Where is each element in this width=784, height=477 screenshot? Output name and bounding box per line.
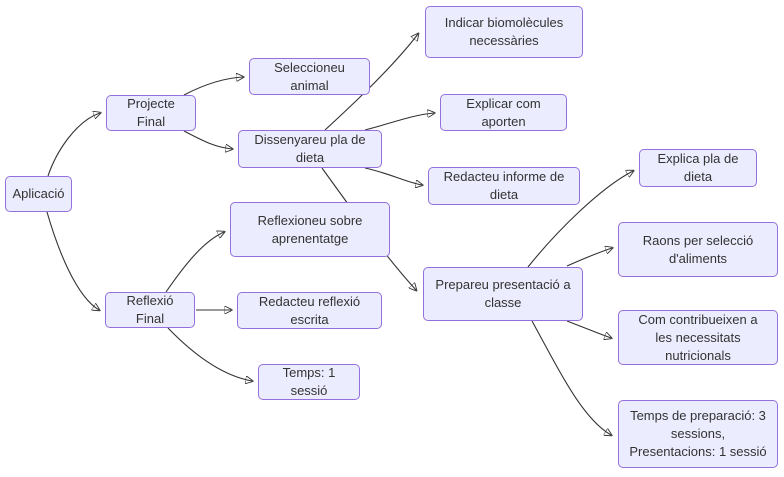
node-reflexioneu-sobre: Reflexioneu sobre aprenentatge xyxy=(230,202,390,257)
edge-projecte-final-to-dissenyareu-pla xyxy=(183,130,232,149)
node-redacteu-informe: Redacteu informe de dieta xyxy=(428,167,580,205)
edge-dissenyareu-pla-to-redacteu-informe xyxy=(364,167,422,185)
node-indicar-biomolecules: Indicar biomolècules necessàries xyxy=(425,6,583,58)
node-raons-seleccio: Raons per selecció d'aliments xyxy=(618,222,778,277)
edge-dissenyareu-pla-to-explicar-com-aporten xyxy=(364,113,434,131)
node-com-contribueixen: Com contribueixen a les necessitats nutr… xyxy=(618,310,778,365)
edge-reflexio-final-to-reflexioneu-sobre xyxy=(165,232,224,293)
edge-dissenyareu-pla-to-indicar-biomolecules xyxy=(324,34,418,131)
node-prepareu-presentacio: Prepareu presentació a classe xyxy=(423,267,583,321)
edge-aplicacio-to-projecte-final xyxy=(47,113,100,177)
node-seleccioneu-animal: Seleccioneu animal xyxy=(249,58,370,95)
edge-prepareu-presentacio-to-explica-pla xyxy=(527,171,633,268)
node-temps-preparacio: Temps de preparació: 3 sessions, Present… xyxy=(618,400,778,468)
edge-prepareu-presentacio-to-raons-seleccio xyxy=(566,248,612,267)
node-aplicacio: Aplicació xyxy=(5,176,72,212)
edge-projecte-final-to-seleccioneu-animal xyxy=(183,77,243,96)
node-redacteu-reflexio: Redacteu reflexió escrita xyxy=(237,292,382,329)
node-explicar-com-aporten: Explicar com aporten xyxy=(440,94,567,131)
node-dissenyareu-pla: Dissenyareu pla de dieta xyxy=(238,130,382,168)
node-projecte-final: Projecte Final xyxy=(106,95,196,131)
edge-reflexio-final-to-temps-1-sessio xyxy=(167,327,252,381)
node-temps-1-sessio: Temps: 1 sessió xyxy=(258,364,360,400)
edge-prepareu-presentacio-to-temps-preparacio xyxy=(531,320,611,435)
node-explica-pla: Explica pla de dieta xyxy=(639,149,757,187)
edge-aplicacio-to-reflexio-final xyxy=(46,211,99,310)
edge-prepareu-presentacio-to-com-contribueixen xyxy=(566,320,611,338)
node-reflexio-final: Reflexió Final xyxy=(105,292,195,328)
